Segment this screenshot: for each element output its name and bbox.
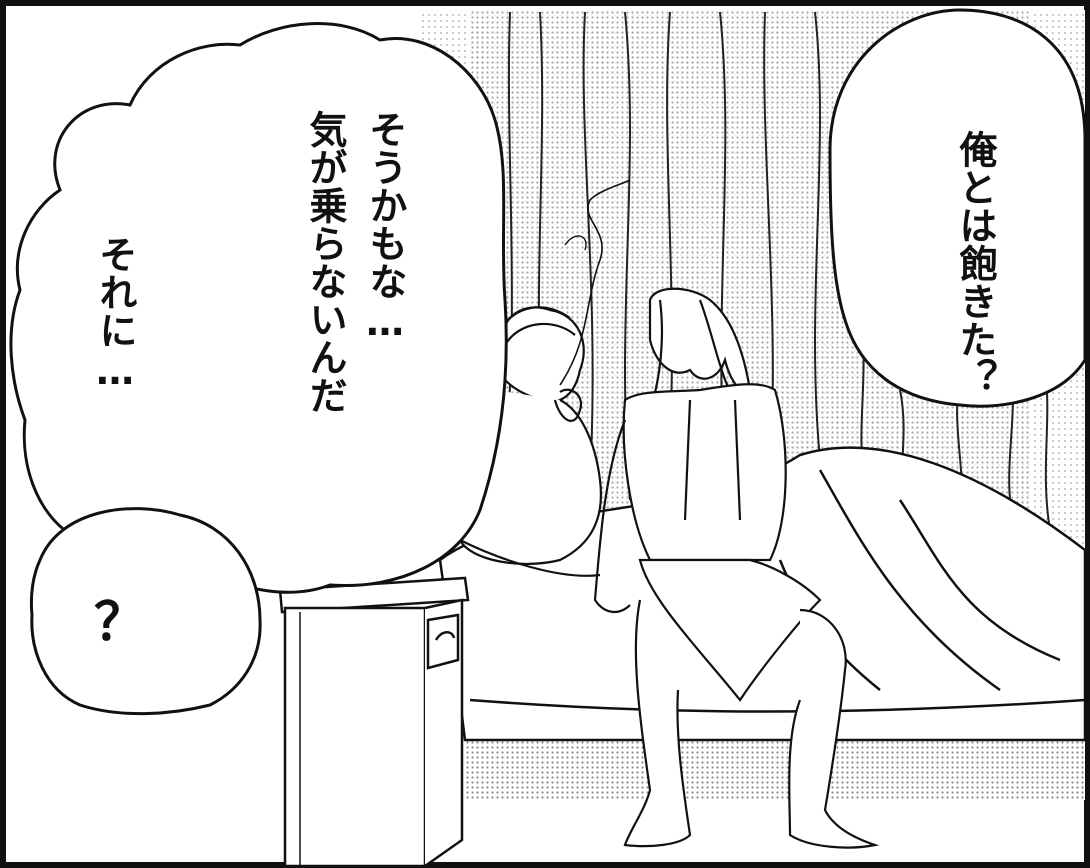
speech-left-col-c: それに… [93, 235, 137, 393]
balloon-small [29, 507, 262, 716]
balloon-large-cloud [9, 22, 508, 594]
speech-left-col-a: そうかもな… [363, 110, 407, 344]
floor-shadow [465, 740, 1085, 800]
balloon-top-right [828, 8, 1087, 408]
speech-left-col-b: 気が乗らないんだ [303, 110, 347, 414]
speech-top-right: 俺とは飽きた？ [953, 130, 998, 396]
speech-balloons [9, 8, 1087, 716]
seated-figure [593, 287, 880, 849]
speech-bottom-left: ？ [94, 593, 146, 653]
nightstand [278, 576, 470, 868]
